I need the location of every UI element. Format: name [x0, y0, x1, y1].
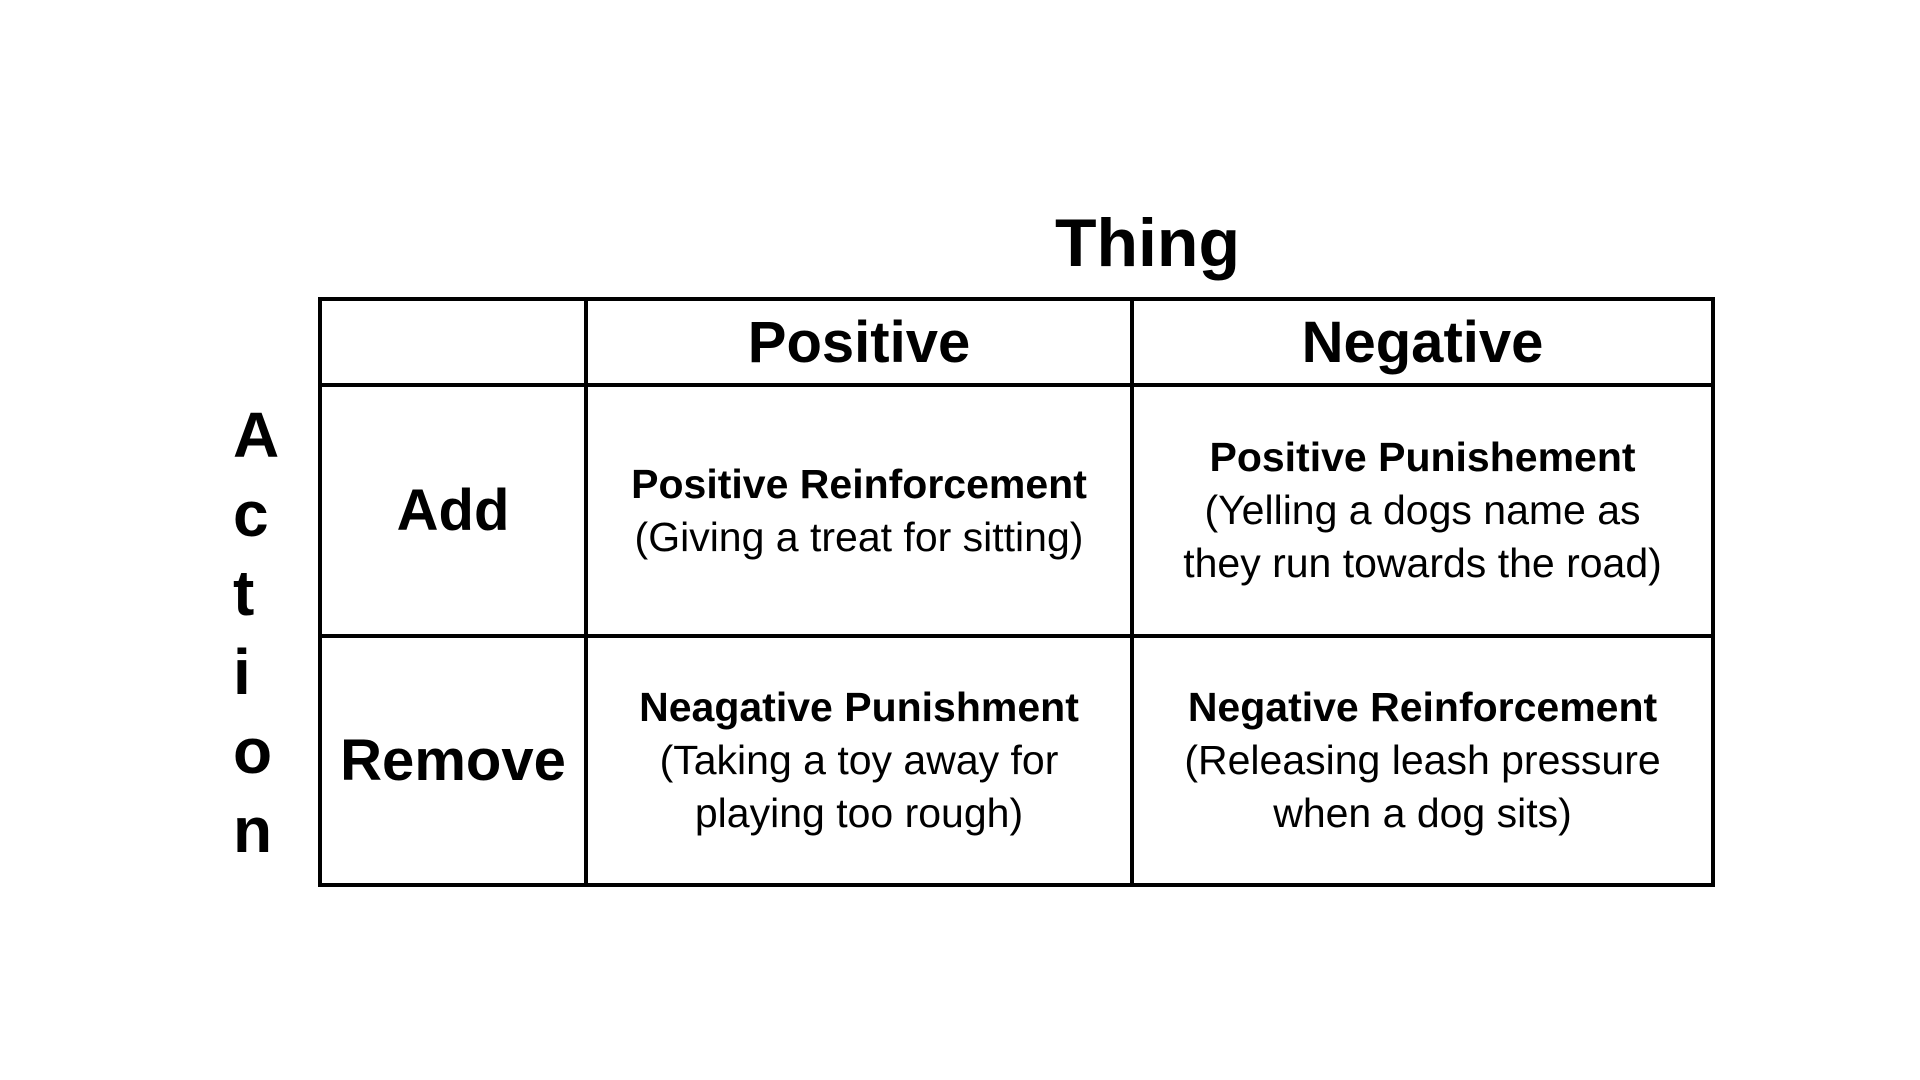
cell-title: Neagative Punishment	[639, 684, 1079, 730]
column-header-positive: Positive	[584, 297, 1134, 387]
row-axis-title: Action	[178, 383, 298, 883]
cell-example: (Releasing leash pressure when a dog sit…	[1184, 737, 1661, 836]
header-row: Positive Negative	[318, 297, 1715, 387]
cell-negative-reinforcement: Negative Reinforcement (Releasing leash …	[1130, 634, 1715, 887]
cell-example: (Taking a toy away for playing too rough…	[659, 737, 1059, 836]
cell-negative-punishment: Neagative Punishment (Taking a toy away …	[584, 634, 1134, 887]
conditioning-matrix: Positive Negative Add Positive Reinforce…	[318, 297, 1715, 887]
table-row-add: Add Positive Reinforcement (Giving a tre…	[318, 383, 1715, 638]
cell-positive-punishment: Positive Punishement (Yelling a dogs nam…	[1130, 383, 1715, 638]
row-header-add: Add	[318, 383, 588, 638]
row-axis-title-text: Action	[233, 399, 280, 866]
cell-example: (Yelling a dogs name as they run towards…	[1183, 487, 1662, 586]
table-row-remove: Remove Neagative Punishment (Taking a to…	[318, 634, 1715, 887]
corner-spacer	[318, 297, 588, 387]
column-axis-title: Thing	[1054, 205, 1241, 281]
cell-title: Positive Punishement	[1209, 434, 1636, 480]
column-header-negative: Negative	[1130, 297, 1715, 387]
cell-title: Negative Reinforcement	[1187, 684, 1658, 730]
cell-positive-reinforcement: Positive Reinforcement (Giving a treat f…	[584, 383, 1134, 638]
row-header-remove: Remove	[318, 634, 588, 887]
cell-title: Positive Reinforcement	[631, 460, 1087, 507]
cell-example: (Giving a treat for sitting)	[634, 513, 1084, 560]
